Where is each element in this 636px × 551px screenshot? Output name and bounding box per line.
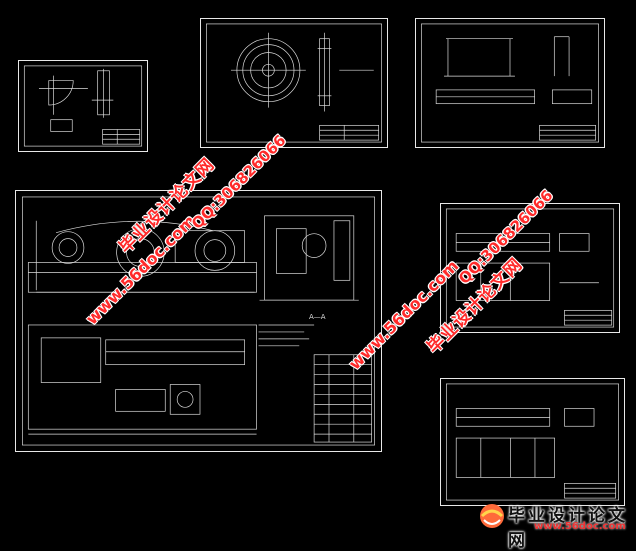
sheet-1-linework: [23, 65, 143, 147]
main-assembly-linework: [22, 196, 375, 446]
drawing-sheet-1: [18, 60, 148, 152]
section-label-aa: A—A: [309, 313, 326, 321]
sheet-3-linework: [421, 23, 599, 143]
sheet-6-linework: [446, 383, 619, 501]
site-logo: 毕业设计论文网 www.56doc.com: [474, 500, 634, 551]
sheet-5-linework: [445, 208, 615, 328]
drawing-sheet-3: [415, 18, 605, 148]
drawing-sheet-6: [440, 378, 625, 506]
drawing-sheet-5: [440, 203, 620, 333]
sheet-2-linework: [206, 23, 382, 143]
drawing-sheet-2: [200, 18, 388, 148]
logo-url: www.56doc.com: [534, 521, 626, 532]
drawing-sheet-main-assembly: A—A: [15, 190, 382, 452]
logo-ball-icon: [480, 504, 504, 528]
